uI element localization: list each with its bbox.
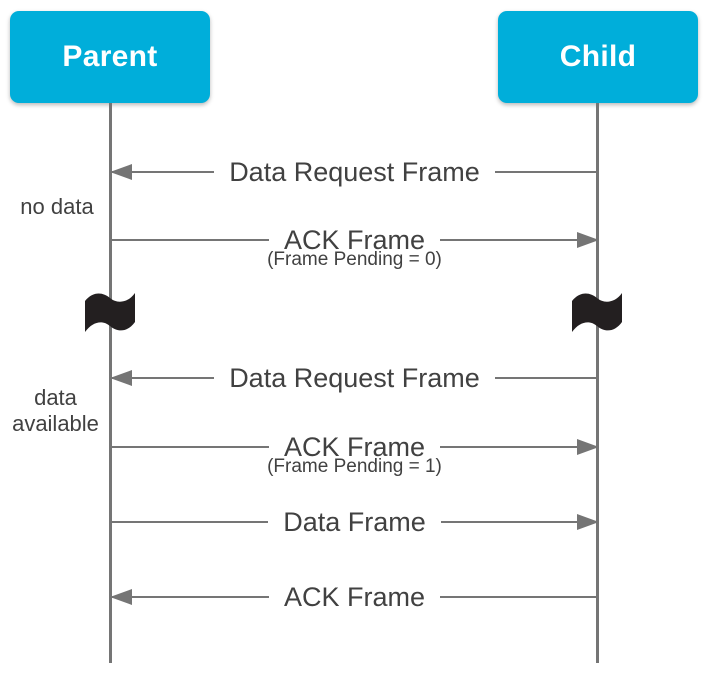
- message-label: Data Request Frame: [214, 155, 495, 189]
- arrowhead-left-icon: [110, 370, 132, 386]
- message-sublabel: (Frame Pending = 0): [267, 249, 442, 270]
- arrowhead-left-icon: [110, 589, 132, 605]
- time-gap-flag-icon: [84, 288, 136, 336]
- message-label: ACK Frame: [268, 580, 441, 614]
- arrowhead-right-icon: [577, 439, 599, 455]
- message-label: Data Request Frame: [214, 361, 495, 395]
- message-label: Data Frame: [268, 505, 441, 539]
- message-label: ACK Frame: [268, 223, 441, 257]
- arrowhead-right-icon: [577, 232, 599, 248]
- side-note-data-available: data available: [12, 385, 99, 436]
- actor-label-child: Child: [559, 40, 637, 73]
- actor-label-parent: Parent: [62, 40, 158, 73]
- message-sublabel: (Frame Pending = 1): [267, 456, 442, 477]
- arrowhead-left-icon: [110, 164, 132, 180]
- side-note-no-data: no data: [20, 194, 94, 219]
- actor-box-parent: Parent: [10, 11, 210, 103]
- actor-box-child: Child: [498, 11, 698, 103]
- arrowhead-right-icon: [577, 514, 599, 530]
- message-label: ACK Frame: [268, 430, 441, 464]
- time-gap-flag-icon: [571, 288, 623, 336]
- lifeline-child: [596, 103, 599, 663]
